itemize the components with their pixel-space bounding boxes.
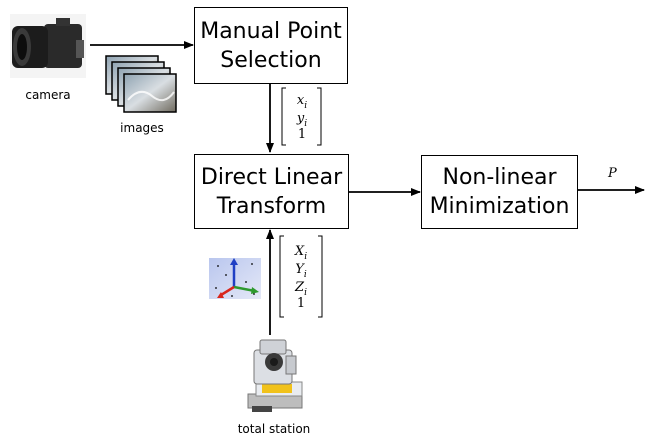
nonlinear-minimization-label: Non-linear Minimization: [429, 165, 570, 219]
world-vector-z: Zi: [295, 279, 307, 298]
world-vector-left-bracket: [279, 235, 284, 318]
image-vector-x: xi: [296, 92, 308, 111]
world-vector-x: Xi: [294, 243, 308, 262]
images-caption: images: [120, 121, 164, 135]
output-label: P: [608, 166, 617, 181]
total-station-caption: total station: [237, 422, 311, 436]
world-vector-right-bracket: [318, 235, 323, 318]
image-vector-right-bracket: [317, 87, 322, 146]
image-point-vector: xi yi 1: [284, 88, 320, 145]
image-vector-y: yi: [296, 110, 308, 129]
world-vector-y: Yi: [295, 261, 307, 280]
manual-point-selection-label: Manual Point Selection: [200, 18, 342, 73]
nonlinear-minimization-box: Non-linear Minimization: [421, 155, 578, 229]
world-point-vector: Xi Yi Zi 1: [282, 236, 320, 317]
manual-point-selection-box: Manual Point Selection: [194, 7, 348, 84]
image-vector-left-bracket: [281, 87, 286, 146]
direct-linear-transform-label: Direct Linear Transform: [200, 164, 343, 219]
direct-linear-transform-box: Direct Linear Transform: [194, 154, 349, 229]
world-vector-one: 1: [296, 295, 306, 311]
camera-caption: camera: [25, 88, 71, 102]
image-vector-one: 1: [297, 126, 307, 142]
